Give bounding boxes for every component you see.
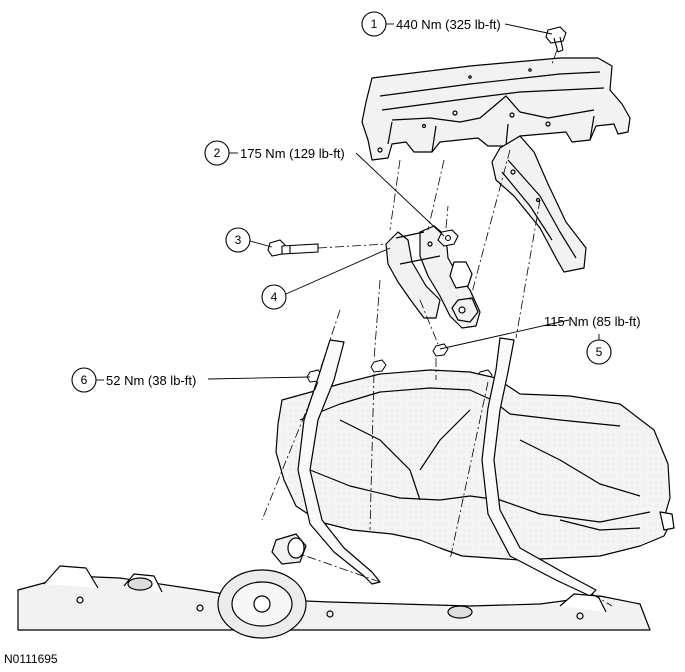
through-bolt [267, 239, 319, 257]
callout-6-circle [71, 367, 97, 393]
callout-5-torque: 115 Nm (85 lb-ft) [544, 314, 641, 329]
callout-3-number: 3 [235, 233, 242, 247]
figure-id: N0111695 [4, 652, 58, 666]
callout-1-torque: 440 Nm (325 lb-ft) [396, 17, 501, 32]
callout-5-number: 5 [596, 345, 603, 359]
callout-6-torque: 52 Nm (38 lb-ft) [106, 373, 196, 388]
callout-2-number: 2 [214, 146, 221, 160]
callout-5-circle [586, 339, 612, 365]
tank-strap-right [481, 337, 597, 597]
callout-2-circle [204, 140, 230, 166]
callout-1: 1 440 Nm (325 lb-ft) [361, 11, 501, 37]
callout-3: 3 [225, 227, 251, 253]
crossmember [361, 57, 631, 161]
mount-nut [437, 229, 459, 247]
callout-3-circle [225, 227, 251, 253]
callout-6: 6 52 Nm (38 lb-ft) [71, 367, 196, 393]
callout-4: 4 [261, 284, 287, 310]
fuel-tank [275, 369, 675, 561]
alignment-lines [261, 49, 613, 607]
callout-2-torque: 175 Nm (129 lb-ft) [240, 146, 345, 161]
callout-6-number: 6 [81, 373, 88, 387]
callout-5: 115 Nm (85 lb-ft) 5 [544, 314, 641, 365]
callout-4-number: 4 [271, 290, 278, 304]
axle-bushing [271, 533, 307, 565]
callout-4-circle [261, 284, 287, 310]
leader-lines [96, 23, 600, 381]
crossmember-bolt [545, 26, 567, 53]
rear-axle [17, 565, 651, 639]
callout-1-circle [361, 11, 387, 37]
callout-1-number: 1 [371, 17, 378, 31]
mount-bracket [385, 225, 481, 329]
callout-2: 2 175 Nm (129 lb-ft) [204, 140, 345, 166]
